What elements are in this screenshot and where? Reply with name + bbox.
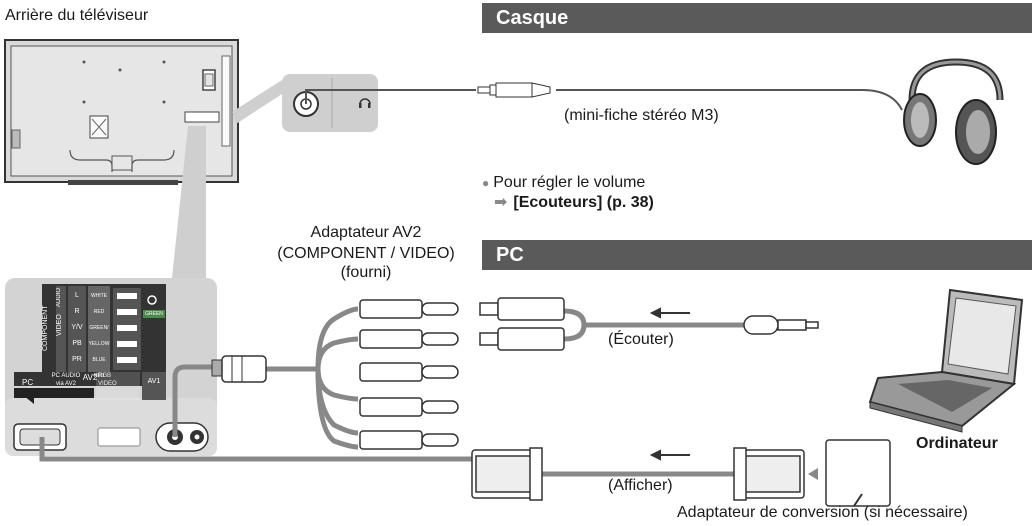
volume-note-text: Pour régler le volume: [493, 174, 646, 191]
headphones-illustration: [903, 58, 1004, 165]
panel-channel: L: [75, 292, 79, 299]
panel-audio-label: AUDIO: [56, 287, 62, 307]
panel-pc-audio-text: PC AUDIO: [51, 373, 81, 379]
zoom-highlight-av2: [172, 126, 206, 278]
panel-channel: R: [74, 308, 80, 315]
pc-audio-panel: [14, 372, 166, 404]
vga-arrow-icon: [808, 468, 818, 480]
headphone-jack-panel: [282, 74, 378, 132]
panel-color: GREEN/ YELLOW: [88, 325, 110, 347]
audio-mini-plug: [743, 315, 819, 335]
headphone-plug-label: (mini-fiche stéréo M3): [564, 107, 719, 124]
panel-av2-label: AV2: [82, 373, 98, 382]
panel-channel-list: L R Y/V PB PR: [68, 288, 86, 368]
volume-reference: ➡ [Ecouteurs] (p. 38): [494, 193, 654, 212]
panel-color-list: WHITE RED GREEN/ YELLOW BLUE RED: [88, 288, 110, 384]
panel-pc-tag: PC: [22, 378, 34, 387]
panel-av1-label: AV1: [147, 378, 161, 385]
panel-component-label: COMPONENT: [42, 305, 49, 351]
panel-color: WHITE: [90, 293, 108, 299]
display-label: (Afficher): [608, 477, 673, 494]
volume-note: ●Pour régler le volume: [482, 173, 645, 193]
av2-jack-icons: [117, 293, 165, 363]
panel-pc-audio: PC AUDIO via AV2: [38, 372, 94, 388]
panel-rgb-video: RGB VIDEO: [98, 372, 138, 388]
conversion-adapter-label: Adaptateur de conversion (si nécessaire): [677, 504, 968, 521]
av-adapter-cables: [39, 306, 744, 477]
zoom-highlight-headphone: [232, 80, 282, 124]
adapter-label-line1: Adaptateur AV2: [310, 224, 422, 241]
panel-channel: PR: [72, 356, 82, 363]
panel-video-small-text: VIDEO: [98, 381, 117, 387]
adapter-label-line2: (COMPONENT / VIDEO): [277, 245, 455, 262]
tv-rear-label: Arrière du téléviseur: [5, 7, 149, 24]
panel-rgb-text: RGB: [98, 373, 112, 379]
av2-plug: [211, 355, 267, 383]
laptop-illustration: [868, 288, 1024, 433]
panel-video-label: VIDEO: [56, 314, 63, 336]
computer-label: Ordinateur: [916, 435, 998, 452]
panel-channel: Y/V: [71, 324, 83, 331]
panel-via-av2-text: via AV2: [56, 381, 76, 387]
vga-connectors: [471, 439, 891, 507]
pc-section-header: PC: [482, 240, 1032, 270]
tv-rear-illustration: [4, 39, 239, 185]
panel-color: RED: [93, 309, 105, 315]
rca-plugs: [359, 297, 565, 450]
panel-color: RED: [93, 373, 105, 379]
arrow-right-icon: ➡: [494, 194, 508, 211]
headphone-section-header: Casque: [482, 3, 1032, 33]
bullet-icon: ●: [482, 176, 490, 190]
panel-color: BLUE: [92, 357, 106, 363]
listen-label: (Écouter): [608, 331, 674, 348]
adapter-label-line3: (fourni): [340, 264, 392, 281]
direction-arrows: [649, 307, 863, 507]
volume-reference-text[interactable]: [Ecouteurs] (p. 38): [513, 194, 654, 211]
panel-channel: PB: [72, 340, 82, 347]
headphone-cable: [305, 82, 903, 111]
panel-green-label: GREEN: [145, 311, 163, 317]
